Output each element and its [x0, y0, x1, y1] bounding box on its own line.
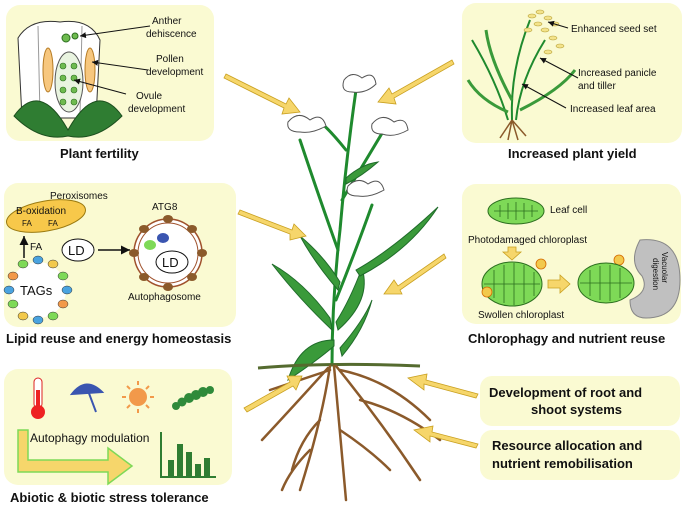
bar-chart-icon [160, 432, 216, 478]
right-arrow [547, 274, 571, 294]
ld-label-1: LD [68, 243, 85, 258]
vacuole [629, 239, 681, 319]
b-oxidation-label: B-oxidation [16, 206, 66, 217]
lipid-droplet [61, 238, 95, 262]
modulation-label: Autophagy modulation [30, 431, 149, 445]
atg8-label: ATG8 [152, 202, 178, 213]
recovering-chloroplast [577, 262, 635, 304]
ovule-development-label: development [128, 104, 185, 115]
arrow-stress [243, 375, 303, 413]
fa-small-2-label: FA [48, 219, 58, 228]
tiller-label: and tiller [578, 81, 616, 92]
swollen-chloroplast [481, 261, 543, 307]
pollen-label: Pollen [156, 54, 184, 65]
arrow-fertility [223, 73, 301, 115]
tags-ring [3, 255, 73, 325]
leaf-area-label: Increased leaf area [570, 104, 656, 115]
arrow-yield [377, 59, 455, 105]
ovule-pointer [73, 78, 127, 95]
stress-panel [4, 369, 232, 485]
resource-line-1: Resource allocation and [492, 438, 642, 453]
peroxisome [6, 199, 86, 233]
arrow-lipid [237, 209, 307, 241]
caterpillar-icon [172, 386, 214, 410]
arrow-chlorophagy [383, 253, 447, 295]
pollen-development-label: development [146, 67, 203, 78]
panicle-pointer [539, 57, 579, 79]
pollen-pointer [91, 59, 149, 71]
autophagosome-label: Autophagosome [128, 292, 201, 303]
autophagosome [129, 215, 207, 291]
arrow-root [407, 373, 479, 399]
arrow-resource [413, 425, 479, 449]
leaf-area-pointer [521, 83, 567, 109]
umbrella-icon [69, 383, 105, 413]
modulation-arrow [17, 429, 134, 486]
sun-icon [122, 381, 154, 413]
plant-flowers [287, 74, 409, 197]
peroxisomes-label: Peroxisomes [50, 191, 108, 202]
down-arrow [501, 246, 523, 261]
photodamaged-label: Photodamaged chloroplast [468, 235, 587, 246]
pointer-arrows [223, 59, 479, 449]
ld-label-2: LD [162, 255, 179, 270]
panicle-label: Increased panicle [578, 68, 657, 79]
thermometer-icon [31, 377, 45, 419]
seed-set-pointer [547, 20, 569, 29]
vacuolar-label: Vacuolar [660, 252, 669, 283]
fertility-title: Plant fertility [60, 146, 140, 161]
leaf-cell-label: Leaf cell [550, 205, 587, 216]
dehiscence-label: dehiscence [146, 29, 197, 40]
resource-panel [480, 430, 680, 480]
leaf-cell-chloroplast [487, 197, 545, 225]
stress-title: Abiotic & biotic stress tolerance [10, 490, 209, 505]
swollen-label: Swollen chloroplast [478, 310, 564, 321]
plant-leaves [271, 161, 439, 382]
anther-label: Anther [152, 16, 182, 27]
chlorophagy-title: Chlorophagy and nutrient reuse [468, 331, 665, 346]
fa-small-1-label: FA [22, 219, 32, 228]
seed-set-label: Enhanced seed set [571, 24, 657, 35]
plant-roots [260, 364, 442, 502]
lipid-title: Lipid reuse and energy homeostasis [6, 331, 231, 346]
root-line-2: shoot systems [531, 402, 622, 417]
rice-roots [499, 119, 527, 141]
ovule-label: Ovule [136, 91, 163, 102]
tags-label: TAGs [20, 283, 53, 298]
ground-line [257, 362, 421, 370]
root-line-1: Development of root and [489, 385, 642, 400]
yield-title: Increased plant yield [508, 146, 637, 161]
digestion-label: digestion [651, 258, 660, 290]
root-panel [480, 376, 680, 426]
fa-label: FA [30, 242, 43, 253]
anther-pointer [79, 25, 151, 39]
resource-line-2: nutrient remobilisation [492, 456, 633, 471]
